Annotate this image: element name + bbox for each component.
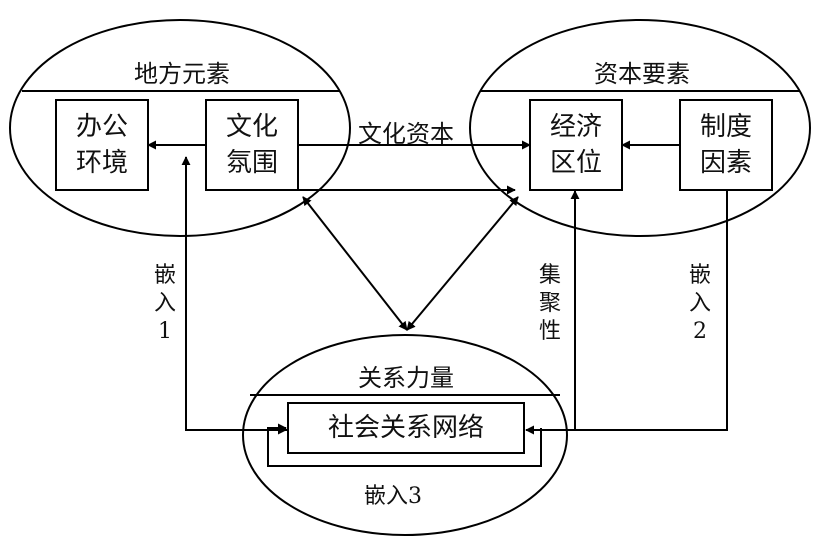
institutional-factors-label: 制度 因素 <box>680 109 772 181</box>
social-network-label: 社会关系网络 <box>327 413 484 443</box>
embed-1-char3: 1 <box>158 319 172 344</box>
capital-elements-title: 资本要素 <box>594 60 690 88</box>
office-environment-box <box>55 99 149 191</box>
arrow-embed-2 <box>525 190 728 435</box>
office-line2: 环境 <box>75 148 128 178</box>
embed-2-char1: 嵌 <box>688 263 711 288</box>
culture-line2: 氛围 <box>225 148 278 178</box>
embed-1-char2: 入 <box>153 291 176 316</box>
social-network-box <box>287 402 525 454</box>
office-environment-label: 办公 环境 <box>56 109 148 181</box>
embed-2-label: 嵌 入 2 <box>685 262 715 346</box>
economic-line1: 经济 <box>549 112 602 142</box>
embed-1-label: 嵌 入 1 <box>150 262 180 346</box>
cultural-atmosphere-label: 文化 氛围 <box>206 109 298 181</box>
institution-line2: 因素 <box>699 148 752 178</box>
agglomeration-char3: 性 <box>538 319 561 344</box>
embed-2-char2: 入 <box>688 291 711 316</box>
culture-line1: 文化 <box>225 112 278 142</box>
place-elements-ellipse <box>9 19 351 237</box>
institution-line1: 制度 <box>699 112 752 142</box>
embed-1-char1: 嵌 <box>153 263 176 288</box>
relation-forces-title: 关系力量 <box>358 364 454 392</box>
arrow-embed-3 <box>267 423 542 467</box>
agglomeration-label: 集 聚 性 <box>535 262 565 346</box>
embed-2-char3: 2 <box>693 319 707 344</box>
cultural-atmosphere-box <box>205 99 299 191</box>
arrow-embed-1 <box>181 156 288 431</box>
capital-elements-ellipse <box>469 19 811 237</box>
office-line1: 办公 <box>75 112 128 142</box>
economic-location-label: 经济 区位 <box>530 109 622 181</box>
arrow-capital-relation <box>406 196 519 331</box>
agglomeration-char1: 集 <box>538 263 561 288</box>
cultural-capital-label: 文化资本 <box>358 120 454 148</box>
economic-line2: 区位 <box>549 148 602 178</box>
arrow-place-relation <box>302 196 408 331</box>
place-elements-title: 地方元素 <box>134 60 230 88</box>
agglomeration-char2: 聚 <box>538 291 561 316</box>
economic-location-box <box>529 99 623 191</box>
relation-forces-ellipse <box>242 334 568 536</box>
embed-3-label: 嵌入3 <box>364 484 422 509</box>
